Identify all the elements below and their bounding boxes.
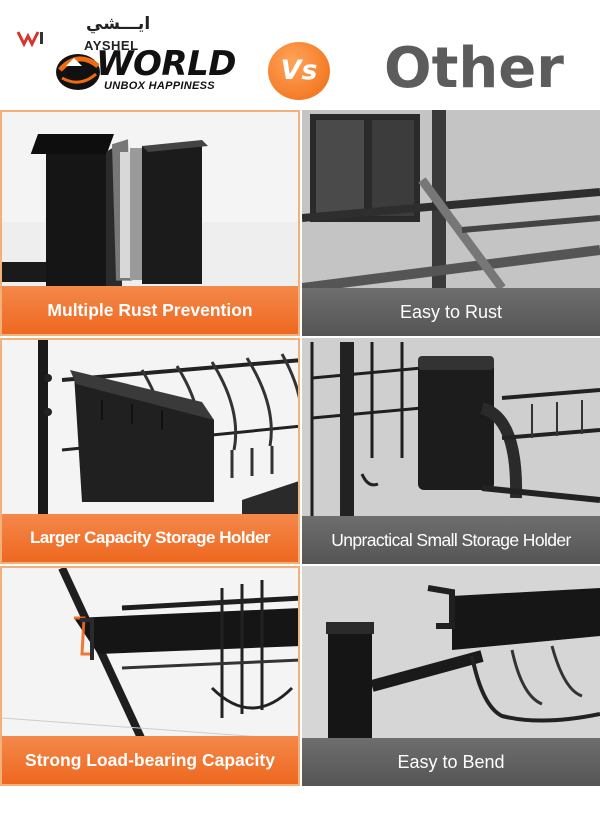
comparison-title: Other (384, 36, 564, 101)
logo-tagline: UNBOX HAPPINESS (104, 80, 215, 92)
watermark-latin: AYSHEL (84, 38, 139, 53)
caption-load-bearing: Strong Load-bearing Capacity (2, 736, 298, 784)
tube-cross-section-image (2, 112, 298, 290)
brand-mark-icon (16, 31, 43, 48)
panel-easy-to-rust: Easy to Rust (302, 110, 600, 336)
caption-larger-capacity: Larger Capacity Storage Holder (2, 514, 298, 562)
header: ايـــشي AYSHEL WORLD UNBOX HAPPINESS Vs … (0, 0, 600, 108)
caption-easy-to-bend: Easy to Bend (302, 738, 600, 786)
panel-rust-prevention: Multiple Rust Prevention (0, 110, 300, 336)
panel-load-bearing: Strong Load-bearing Capacity (0, 566, 300, 786)
vs-badge: Vs (268, 42, 330, 100)
panel-unpractical-holder: Unpractical Small Storage Holder (302, 338, 600, 564)
small-holder-rack-image (302, 338, 600, 516)
strong-hook-rack-image (2, 568, 298, 740)
caption-easy-to-rust: Easy to Rust (302, 288, 600, 336)
world-logo-emblem (56, 54, 100, 90)
panel-larger-capacity: Larger Capacity Storage Holder (0, 338, 300, 564)
bent-rack-image (302, 566, 600, 738)
caption-unpractical-holder: Unpractical Small Storage Holder (302, 516, 600, 564)
rusty-rack-image (302, 110, 600, 288)
watermark-arabic: ايـــشي (86, 14, 151, 34)
caption-multiple-rust-prevention: Multiple Rust Prevention (2, 286, 298, 334)
panel-easy-to-bend: Easy to Bend (302, 566, 600, 786)
logo-word: WORLD (96, 44, 236, 84)
utensil-holder-rack-image (2, 340, 298, 518)
